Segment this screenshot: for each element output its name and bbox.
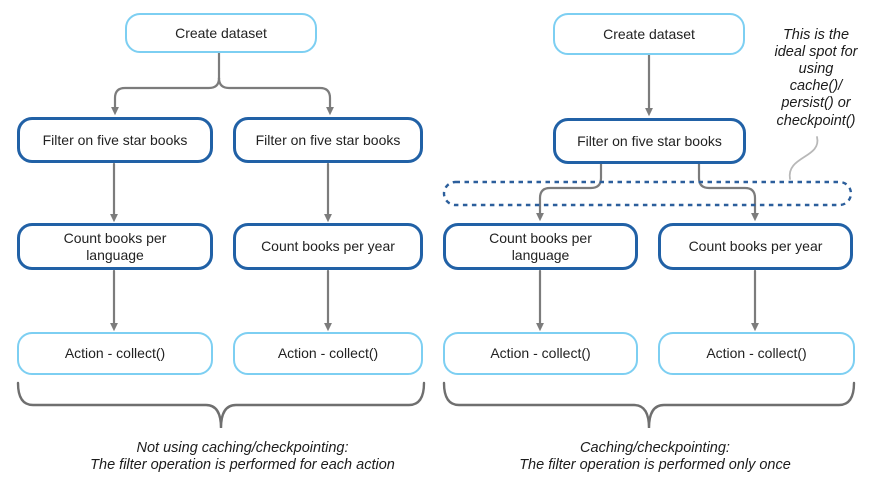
fork-branch-right [217,76,334,116]
brace-right [442,381,856,429]
caption-caching: Caching/checkpointing: The filter operat… [430,440,880,474]
annotation-line: cache()/ [789,78,843,95]
caption-line: The filter operation is performed only o… [519,457,791,474]
node-count-language-left: Count books per language [17,223,213,270]
annotation-leader-line [789,136,819,180]
caption-no-caching: Not using caching/checkpointing: The fil… [15,440,470,474]
cache-spot-annotation: This is the ideal spot for using cache()… [745,27,887,130]
node-filter-five-star-left-b: Filter on five star books [233,117,423,163]
annotation-line: This is the [782,27,850,43]
annotation-line: using [798,61,834,78]
cache-spot-ellipse [442,180,853,207]
node-filter-five-star-left-a: Filter on five star books [17,117,213,163]
node-action-collect-right-b: Action - collect() [658,332,855,375]
node-count-year-right: Count books per year [658,223,853,270]
annotation-line: checkpoint() [776,112,856,129]
node-filter-five-star-right: Filter on five star books [553,118,746,164]
node-count-language-right: Count books per language [443,223,638,270]
caption-line: The filter operation is performed for ea… [90,457,395,474]
node-create-dataset-left: Create dataset [125,13,317,53]
caption-line: Caching/checkpointing: [580,440,730,456]
node-action-collect-right-a: Action - collect() [443,332,638,375]
caption-line: Not using caching/checkpointing: [136,440,349,456]
fork-branch-left [111,76,221,116]
node-count-year-left: Count books per year [233,223,423,270]
annotation-line: ideal spot for [774,44,858,61]
node-create-dataset-right: Create dataset [553,13,745,55]
brace-left [16,381,426,429]
node-action-collect-left-b: Action - collect() [233,332,423,375]
node-action-collect-left-a: Action - collect() [17,332,213,375]
annotation-line: persist() or [781,95,851,112]
